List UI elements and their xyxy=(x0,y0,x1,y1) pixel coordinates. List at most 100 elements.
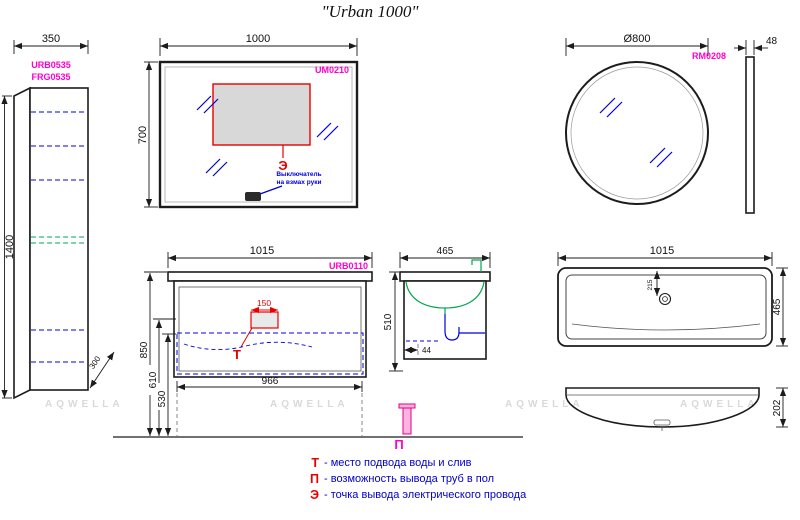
sink-inner-rim xyxy=(565,274,767,340)
dim-mirror-height: 700 xyxy=(137,61,158,208)
switch-note-leader xyxy=(259,185,283,195)
switch-note-line2: на взмах руки xyxy=(277,179,322,186)
round-mirror-thickness-value: 48 xyxy=(766,36,778,47)
pipe-flange xyxy=(398,403,416,409)
vanity-body xyxy=(173,280,367,378)
sink-front-outline xyxy=(565,387,760,428)
round-mirror-side-profile: 48 xyxy=(734,36,778,214)
watermarks: AQWELLA AQWELLA AQWELLA AQWELLA xyxy=(45,399,759,410)
vanity-width-value: 1015 xyxy=(250,245,274,257)
faucet-hole-center xyxy=(662,296,668,302)
side-countertop xyxy=(399,271,491,282)
round-mirror-glass-hatches xyxy=(599,97,673,168)
sink-front-view: 202 xyxy=(565,387,788,431)
plumbing-zone-box xyxy=(176,332,364,375)
watermark-text: AQWELLA xyxy=(680,399,759,410)
dim-mirror-width: 1000 xyxy=(159,33,358,56)
legend-row-pipes: П - возможность вывода труб в пол xyxy=(310,472,494,486)
vanity-bottom-width-value: 966 xyxy=(262,376,279,387)
sink-top-view: 1015 215 465 xyxy=(557,245,788,347)
watermark-text: AQWELLA xyxy=(45,399,124,410)
round-mirror-code: RM0208 xyxy=(692,51,726,61)
water-leader-line xyxy=(240,327,253,348)
plumbing-zone xyxy=(176,332,364,375)
legend-text-pipes: - возможность вывода труб в пол xyxy=(324,473,494,485)
drain-detail xyxy=(653,419,671,426)
dim-vanity-depth: 465 xyxy=(399,246,491,268)
sink-front-height-value: 202 xyxy=(772,399,783,416)
siphon-cutout-box xyxy=(250,311,279,329)
dim-sink-width: 1015 xyxy=(557,245,773,266)
cabinet-width-value: 350 xyxy=(42,33,60,45)
sink-depth-value: 465 xyxy=(772,298,783,315)
cabinet-code-bottom: FRG0535 xyxy=(31,72,70,82)
round-mirror-face xyxy=(565,61,709,205)
dim-vanity-side-height: 510 xyxy=(383,271,403,372)
legend-text-water: - место подвода воды и слив xyxy=(324,457,472,469)
sink-outer-rim xyxy=(557,267,773,347)
pipe-offset-value: 44 xyxy=(422,346,431,355)
dim-cabinet-height: 1400 xyxy=(1,95,16,399)
dim-vanity-bottom-width: 966 xyxy=(176,376,363,392)
siphon-cutout: 150 xyxy=(240,298,279,348)
round-mirror-diameter-value: Ø800 xyxy=(624,33,651,45)
mirror-code: UM0210 xyxy=(315,65,349,75)
legend-letter-electric: Э xyxy=(310,488,319,502)
dim-height-530: 530 xyxy=(157,333,176,436)
legend-row-water: Т - место подвода воды и слив xyxy=(311,456,471,470)
mirror-inner-edge xyxy=(164,66,353,203)
round-mirror-inner-edge xyxy=(570,66,704,200)
motion-switch-icon xyxy=(245,192,261,201)
legend-letter-water: Т xyxy=(311,456,319,470)
dim-cabinet-width: 350 xyxy=(13,33,89,54)
floor-pipe-symbol: П xyxy=(394,403,416,452)
cabinet-depth-value: 300 xyxy=(87,354,102,371)
legend: Т - место подвода воды и слив П - возмож… xyxy=(310,456,527,502)
faucet-icon xyxy=(471,259,482,272)
height-530-value: 530 xyxy=(157,390,168,407)
vanity-drawer-front xyxy=(178,286,362,372)
pipe-body xyxy=(402,407,412,435)
cabinet-code-top: URB0535 xyxy=(31,60,71,70)
dim-cabinet-depth: 300 xyxy=(87,351,115,389)
drawing-title: "Urban 1000" xyxy=(322,2,420,21)
mirror-height-value: 700 xyxy=(137,126,149,144)
power-point-label: Э xyxy=(278,158,287,173)
cabinet-shelf-lines xyxy=(31,111,87,363)
faucet-hole xyxy=(658,292,672,306)
dim-sink-front-height: 202 xyxy=(772,387,788,428)
cabinet-front-panel xyxy=(29,87,89,391)
vanity-code: URB0110 xyxy=(329,261,368,271)
height-850-value: 850 xyxy=(139,341,150,358)
sink-width-value: 1015 xyxy=(650,245,674,257)
legend-row-electric: Э - точка вывода электрического провода xyxy=(310,488,527,502)
mirror-width-value: 1000 xyxy=(246,33,270,45)
vanity-front-view: 1015 URB0110 150 Т 966 850 xyxy=(139,245,373,436)
switch-note-line1: Выключатель xyxy=(276,171,321,178)
round-mirror-view: Ø800 RM0208 48 xyxy=(565,33,778,214)
legend-text-electric: - точка вывода электрического провода xyxy=(324,489,527,501)
dim-faucet-offset: 215 xyxy=(647,271,661,296)
tall-cabinet-view: 350 URB0535 FRG0535 1400 300 xyxy=(1,33,115,400)
dim-pipe-offset: 44 xyxy=(404,346,431,355)
cabinet-side-panel xyxy=(13,86,31,400)
siphon-trap-icon xyxy=(444,308,485,341)
vanity-side-height-value: 510 xyxy=(383,313,394,330)
vanity-depth-value: 465 xyxy=(437,246,454,257)
wall-mirror-view: 1000 700 UM0210 Э Выключатель на взмах р… xyxy=(137,33,359,209)
watermark-text: AQWELLA xyxy=(270,399,349,410)
dim-height-610: 610 xyxy=(148,318,176,436)
watermark-text: AQWELLA xyxy=(505,399,584,410)
round-mirror-profile-body xyxy=(745,56,755,214)
vanity-countertop xyxy=(167,271,373,282)
dim-round-mirror-diameter: Ø800 xyxy=(565,33,709,56)
mirror-glass-hatches xyxy=(196,95,339,177)
cutout-width-value: 150 xyxy=(257,298,271,308)
legend-letter-pipes: П xyxy=(310,472,319,486)
dim-vanity-width: 1015 xyxy=(167,245,373,268)
sink-basin-curve xyxy=(571,323,761,331)
pipe-point-label: П xyxy=(394,437,403,452)
water-point-label: Т xyxy=(233,347,241,362)
